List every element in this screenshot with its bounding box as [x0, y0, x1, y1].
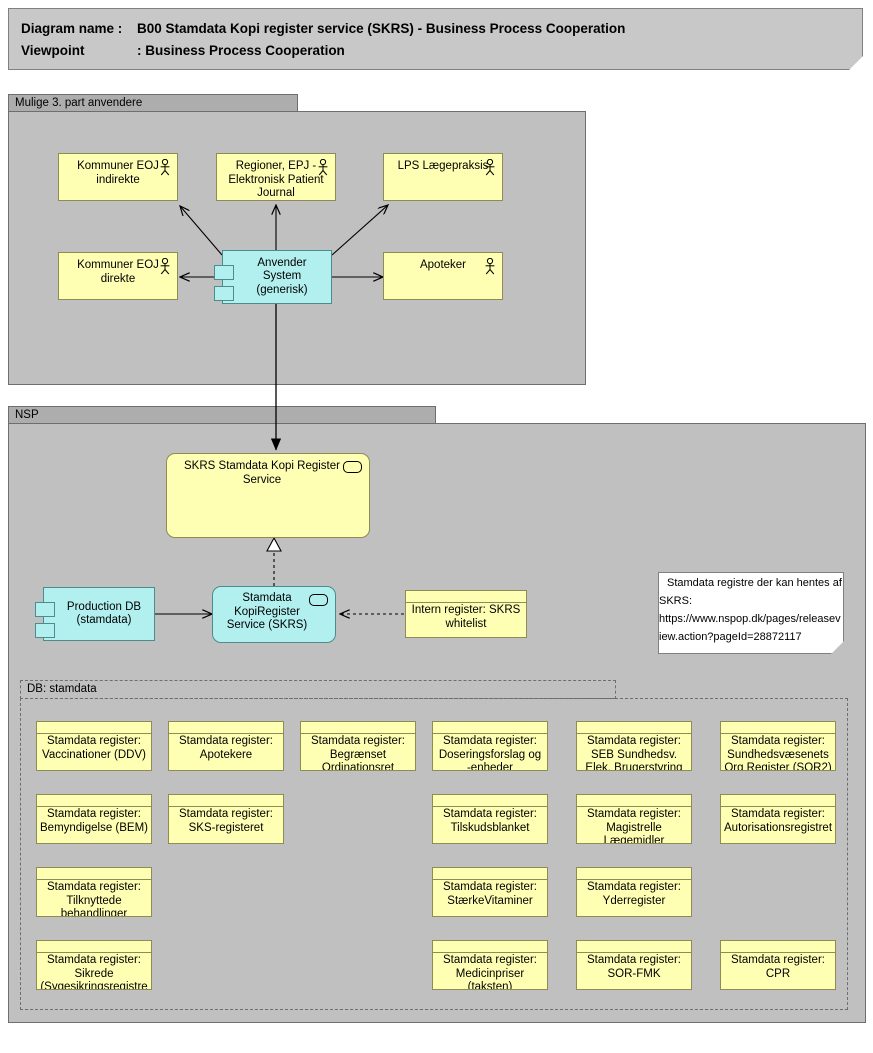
- register-box[interactable]: Stamdata register: Sundhedsvæsenets Org …: [720, 721, 836, 771]
- register-label: Stamdata register: Doseringsforslag og -…: [438, 735, 542, 771]
- component-port-icon: [35, 623, 55, 638]
- component-production-db[interactable]: Production DB (stamdata): [35, 587, 155, 641]
- note-text: Stamdata registre der kan hentes af SKRS…: [659, 577, 842, 643]
- register-label: Stamdata register: SEB Sundhedsv. Elek. …: [585, 735, 683, 771]
- register-label: Stamdata register: Bemyndigelse (BEM): [40, 808, 149, 834]
- component-label: Production DB (stamdata): [66, 600, 142, 627]
- register-label: Stamdata register: Autorisationsregistre…: [724, 808, 833, 834]
- register-label: Stamdata register: Sundhedsvæsenets Org …: [724, 735, 832, 771]
- group-nsp-tab: NSP: [8, 406, 436, 424]
- register-header-strip: [37, 941, 151, 953]
- actor-label: Apoteker: [419, 259, 467, 271]
- register-header-strip: [301, 722, 415, 734]
- actor-kommuner-eoj-direkte[interactable]: Kommuner EOJ direkte: [58, 252, 178, 300]
- register-box[interactable]: Stamdata register: Medicinpriser (takste…: [432, 940, 548, 990]
- service-label: SKRS Stamdata Kopi Register Service: [184, 460, 340, 486]
- register-box[interactable]: Stamdata register: StærkeVitaminer: [432, 867, 548, 917]
- viewpoint-value: : Business Process Cooperation: [137, 43, 345, 58]
- component-port-icon: [35, 602, 55, 617]
- register-label: Stamdata register: StærkeVitaminer: [443, 881, 537, 907]
- register-header-strip: [577, 795, 691, 807]
- viewpoint-label: Viewpoint: [21, 43, 85, 58]
- register-header-strip: [433, 795, 547, 807]
- register-label: Stamdata register: Apotekere: [179, 735, 273, 761]
- actor-icon: [485, 258, 495, 275]
- component-port-icon: [214, 286, 234, 301]
- component-anvender-system[interactable]: Anvender System (generisk): [214, 250, 332, 304]
- register-label: Intern register: SKRS whitelist: [411, 604, 521, 630]
- register-header-strip: [433, 868, 547, 880]
- register-box[interactable]: Stamdata register: Autorisationsregistre…: [720, 794, 836, 844]
- register-header-strip: [721, 795, 835, 807]
- register-label: Stamdata register: Tilknyttede behandlin…: [47, 881, 141, 917]
- register-header-strip: [721, 941, 835, 953]
- register-label: Stamdata register: SKS-registeret: [179, 808, 273, 834]
- register-label: Stamdata register: Medicinpriser (takste…: [443, 954, 537, 990]
- service-oval-icon: [343, 461, 362, 473]
- register-label: Stamdata register: CPR: [731, 954, 825, 980]
- note-skrs-registers-url: Stamdata registre der kan hentes af SKRS…: [658, 572, 844, 654]
- actor-icon: [318, 159, 328, 176]
- diagram-title-banner: Diagram name : B00 Stamdata Kopi registe…: [8, 8, 863, 70]
- service-stamdata-kopiregister[interactable]: Stamdata KopiRegister Service (SKRS): [212, 586, 336, 643]
- register-label: Stamdata register: Yderregister: [587, 881, 681, 907]
- register-header-strip: [169, 795, 283, 807]
- register-box[interactable]: Stamdata register: SOR-FMK: [576, 940, 692, 990]
- actor-kommuner-eoj-indirekte[interactable]: Kommuner EOJ indirekte: [58, 153, 178, 201]
- group-third-party-users-tab: Mulige 3. part anvendere: [8, 94, 298, 112]
- service-oval-icon: [309, 594, 328, 606]
- actor-icon: [160, 159, 170, 176]
- actor-label: Regioner, EPJ - Elektronisk Patient Jour…: [228, 160, 324, 199]
- actor-label: LPS Lægepraksis: [397, 160, 489, 172]
- register-box[interactable]: Stamdata register: Magistrelle Lægemidle…: [576, 794, 692, 844]
- component-label: Anvender System (generisk): [256, 256, 308, 296]
- actor-lps-laegepraksis[interactable]: LPS Lægepraksis: [383, 153, 503, 201]
- register-header-strip: [169, 722, 283, 734]
- register-header-strip: [37, 868, 151, 880]
- register-label: Stamdata register: Magistrelle Lægemidle…: [587, 808, 681, 844]
- register-box[interactable]: Stamdata register: CPR: [720, 940, 836, 990]
- register-header-strip: [37, 722, 151, 734]
- register-box[interactable]: Stamdata register: Sikrede (Sygesikrings…: [36, 940, 152, 990]
- register-label: Stamdata register: Sikrede (Sygesikrings…: [40, 954, 148, 990]
- register-box[interactable]: Stamdata register: SEB Sundhedsv. Elek. …: [576, 721, 692, 771]
- register-intern-skrs-whitelist[interactable]: Intern register: SKRS whitelist: [405, 590, 527, 638]
- actor-label: Kommuner EOJ indirekte: [77, 160, 159, 186]
- register-label: Stamdata register: Tilskudsblanket: [443, 808, 537, 834]
- register-box[interactable]: Stamdata register: SKS-registeret: [168, 794, 284, 844]
- diagram-name-value: B00 Stamdata Kopi register service (SKRS…: [137, 21, 626, 36]
- register-header-strip: [433, 941, 547, 953]
- actor-apoteker[interactable]: Apoteker: [383, 252, 503, 300]
- register-box[interactable]: Stamdata register: Bemyndigelse (BEM): [36, 794, 152, 844]
- register-header-strip: [406, 591, 526, 603]
- register-box[interactable]: Stamdata register: Apotekere: [168, 721, 284, 771]
- component-port-icon: [214, 265, 234, 280]
- service-label: Stamdata KopiRegister Service (SKRS): [226, 592, 308, 631]
- service-skrs-stamdata-kopi-register[interactable]: SKRS Stamdata Kopi Register Service: [166, 453, 370, 538]
- register-header-strip: [721, 722, 835, 734]
- register-label: Stamdata register: Begrænset Ordinations…: [311, 735, 405, 771]
- register-box[interactable]: Stamdata register: Vaccinationer (DDV): [36, 721, 152, 771]
- register-header-strip: [433, 722, 547, 734]
- register-label: Stamdata register: SOR-FMK: [587, 954, 681, 980]
- actor-regioner-epj[interactable]: Regioner, EPJ - Elektronisk Patient Jour…: [216, 153, 336, 201]
- actor-label: Kommuner EOJ direkte: [77, 259, 159, 285]
- register-header-strip: [577, 941, 691, 953]
- register-header-strip: [577, 868, 691, 880]
- register-header-strip: [37, 795, 151, 807]
- register-box[interactable]: Stamdata register: Begrænset Ordinations…: [300, 721, 416, 771]
- diagram-name-label: Diagram name :: [21, 21, 123, 36]
- actor-icon: [160, 258, 170, 275]
- actor-icon: [485, 159, 495, 176]
- register-label: Stamdata register: Vaccinationer (DDV): [42, 735, 146, 761]
- register-box[interactable]: Stamdata register: Doseringsforslag og -…: [432, 721, 548, 771]
- register-box[interactable]: Stamdata register: Yderregister: [576, 867, 692, 917]
- register-box[interactable]: Stamdata register: Tilskudsblanket: [432, 794, 548, 844]
- register-header-strip: [577, 722, 691, 734]
- register-box[interactable]: Stamdata register: Tilknyttede behandlin…: [36, 867, 152, 917]
- group-db-stamdata-tab: DB: stamdata: [20, 680, 616, 699]
